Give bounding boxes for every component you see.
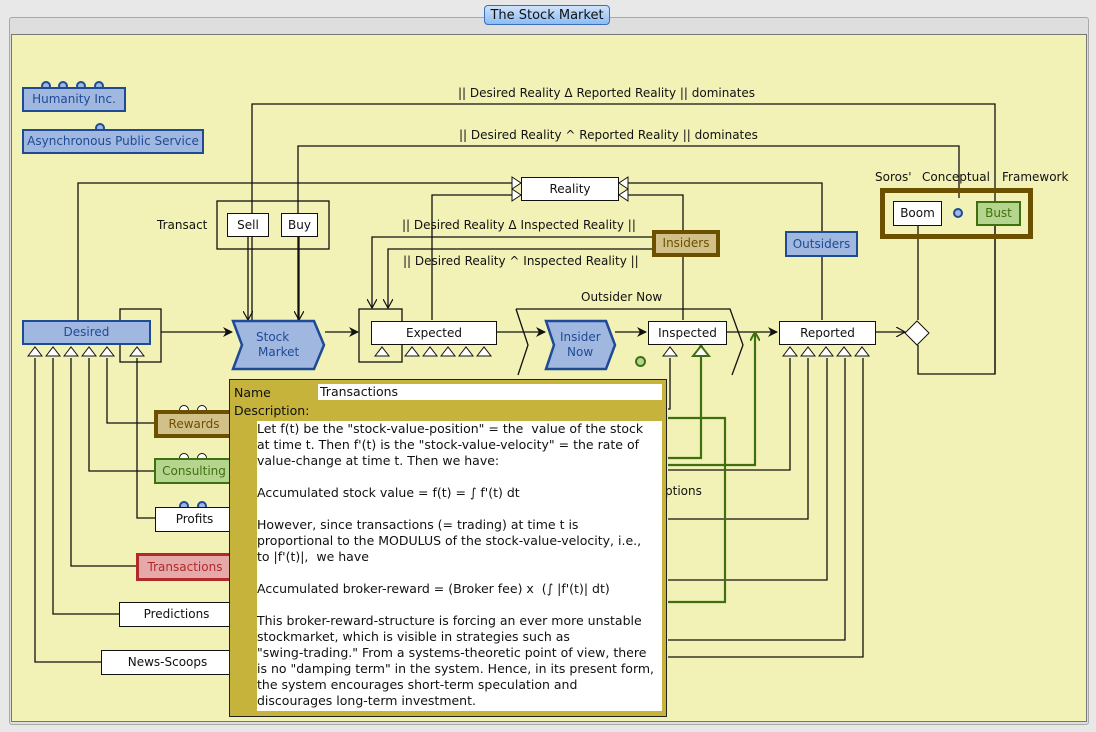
resource-news-scoops[interactable]: News-Scoops bbox=[101, 650, 234, 675]
description-textarea[interactable]: Let f(t) be the "stock-value-position" =… bbox=[257, 421, 662, 711]
resource-profits[interactable]: Profits bbox=[155, 507, 234, 532]
port-icon bbox=[953, 208, 963, 218]
annotation-desired-inspected-and: || Desired Reality ^ Inspected Reality |… bbox=[403, 254, 639, 268]
green-triangle bbox=[690, 344, 712, 357]
node-inspected[interactable]: Inspected bbox=[648, 321, 727, 345]
options-label-partial: ptions bbox=[665, 484, 702, 498]
soros-framework-box bbox=[880, 188, 1033, 239]
conceptual-label: Conceptual bbox=[922, 170, 990, 184]
node-stock-market[interactable] bbox=[230, 319, 330, 371]
node-desired[interactable]: Desired bbox=[22, 320, 151, 345]
name-label: Name bbox=[234, 385, 271, 400]
node-reality[interactable]: Reality bbox=[521, 177, 619, 201]
green-connectors bbox=[668, 332, 755, 604]
input-triangles bbox=[26, 346, 871, 357]
actor-humanity-inc[interactable]: Humanity Inc. bbox=[22, 87, 126, 112]
soros-label: Soros' bbox=[875, 170, 912, 184]
resource-predictions[interactable]: Predictions bbox=[119, 602, 234, 627]
node-reported[interactable]: Reported bbox=[779, 321, 876, 345]
node-insider-now[interactable] bbox=[543, 319, 623, 371]
actor-async-public-service[interactable]: Asynchronous Public Service bbox=[22, 129, 204, 154]
green-port-icon bbox=[635, 356, 646, 367]
actor-outsiders[interactable]: Outsiders bbox=[785, 231, 858, 257]
stock-market-line1: Stock bbox=[256, 330, 290, 344]
resource-consulting[interactable]: Consulting bbox=[154, 458, 234, 484]
name-field[interactable]: Transactions bbox=[318, 384, 662, 400]
node-buy[interactable]: Buy bbox=[281, 213, 318, 237]
window-title-tab[interactable]: The Stock Market bbox=[484, 5, 610, 25]
transact-label: Transact bbox=[157, 218, 208, 232]
annotation-desired-inspected-delta: || Desired Reality Δ Inspected Reality |… bbox=[402, 218, 636, 232]
outsider-now-label: Outsider Now bbox=[581, 290, 663, 304]
resource-transactions[interactable]: Transactions bbox=[136, 553, 234, 581]
connector-lines bbox=[34, 103, 996, 663]
node-sell[interactable]: Sell bbox=[227, 213, 269, 237]
insider-now-line1: Insider bbox=[560, 330, 601, 344]
decision-diamond bbox=[904, 320, 930, 346]
annotation-desired-reported-delta: || Desired Reality Δ Reported Reality ||… bbox=[458, 86, 756, 100]
insider-now-line2: Now bbox=[567, 345, 594, 359]
actor-insiders[interactable]: Insiders bbox=[652, 230, 720, 257]
node-bust[interactable]: Bust bbox=[976, 201, 1021, 226]
annotation-desired-reported-and: || Desired Reality ^ Reported Reality ||… bbox=[459, 128, 758, 142]
stock-market-line2: Market bbox=[258, 345, 300, 359]
node-expected[interactable]: Expected bbox=[371, 321, 497, 345]
node-boom[interactable]: Boom bbox=[893, 201, 942, 226]
inspector-panel: Name Transactions Description: Let f(t) … bbox=[229, 379, 667, 717]
description-label: Description: bbox=[234, 403, 310, 418]
resource-rewards[interactable]: Rewards bbox=[154, 410, 234, 438]
framework-label: Framework bbox=[1002, 170, 1069, 184]
